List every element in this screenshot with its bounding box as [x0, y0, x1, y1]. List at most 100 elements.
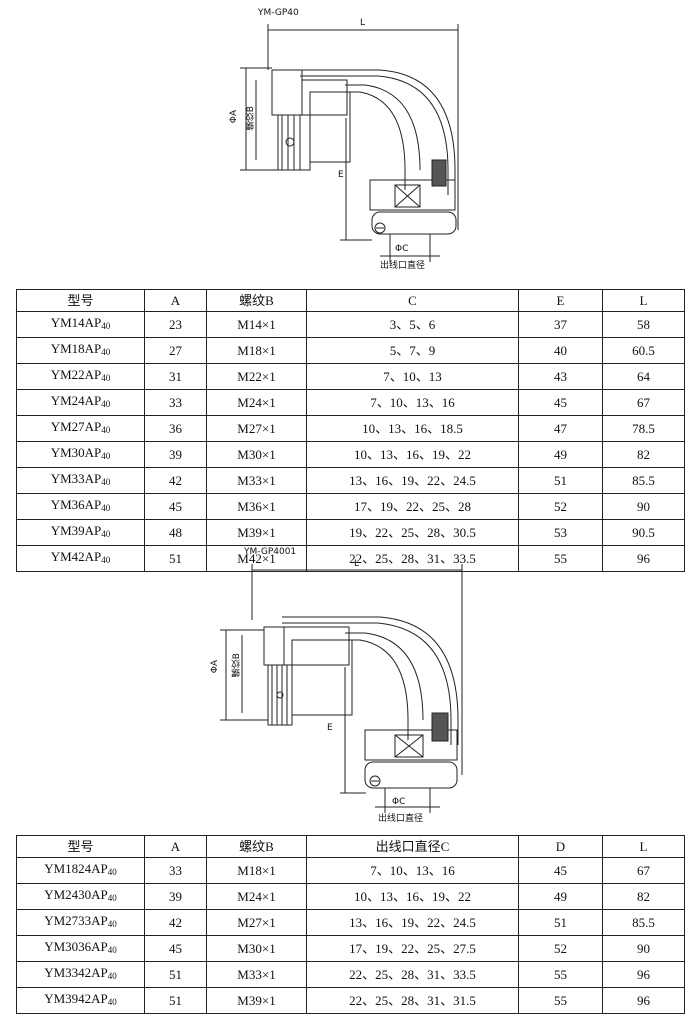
header-c: C: [306, 289, 519, 312]
cell-a: 42: [144, 467, 207, 494]
header-c: 出线口直径C: [306, 835, 519, 858]
dim-label-L: L: [360, 18, 366, 28]
cell-a: 51: [144, 987, 207, 1014]
cell-b: M27×1: [206, 909, 307, 936]
cell-model: YM3342AP40: [16, 961, 145, 988]
cell-model: YM42AP40: [16, 545, 145, 572]
cell-c: 22、25、28、31、31.5: [306, 987, 519, 1014]
cell-b: M39×1: [206, 519, 307, 546]
cell-b: M24×1: [206, 389, 307, 416]
drawing-title: YM-GP4001: [244, 547, 297, 557]
dim-label-B: 螺纹B: [246, 106, 256, 131]
cell-a: 33: [144, 389, 207, 416]
elbow-connector-drawing: [240, 24, 459, 262]
cell-c: 7、10、13、16: [306, 857, 519, 884]
cell-model: YM3036AP40: [16, 935, 145, 962]
cell-c: 17、19、22、25、27.5: [306, 935, 519, 962]
header-model: 型号: [16, 289, 145, 312]
cell-e: 40: [518, 337, 603, 364]
elbow-connector-drawing: [220, 564, 463, 813]
cell-c: 5、7、9: [306, 337, 519, 364]
cell-c: 7、10、13: [306, 363, 519, 390]
cell-l: 82: [602, 441, 685, 468]
cell-b: M22×1: [206, 363, 307, 390]
cell-e: 49: [518, 441, 603, 468]
technical-drawing-1: YM-GP40: [0, 0, 700, 285]
cell-c: 13、16、19、22、24.5: [306, 909, 519, 936]
cell-a: 42: [144, 909, 207, 936]
dim-label-C-note: 出线口直径: [380, 261, 426, 271]
cell-d: 51: [518, 909, 603, 936]
cell-model: YM18AP40: [16, 337, 145, 364]
cell-l: 90: [602, 935, 685, 962]
cell-e: 53: [518, 519, 603, 546]
cell-l: 96: [602, 545, 685, 572]
cell-d: 52: [518, 935, 603, 962]
cell-a: 23: [144, 311, 207, 338]
dim-label-B: 螺纹B: [232, 653, 242, 678]
cell-c: 22、25、28、31、33.5: [306, 545, 519, 572]
cell-d: 55: [518, 987, 603, 1014]
cell-a: 51: [144, 545, 207, 572]
header-b: 螺纹B: [206, 835, 307, 858]
cell-model: YM36AP40: [16, 493, 145, 520]
header-a: A: [144, 289, 207, 312]
cell-b: M18×1: [206, 857, 307, 884]
header-e: E: [518, 289, 603, 312]
cell-a: 31: [144, 363, 207, 390]
cell-e: 45: [518, 389, 603, 416]
cell-model: YM39AP40: [16, 519, 145, 546]
cell-b: M24×1: [206, 883, 307, 910]
cell-model: YM22AP40: [16, 363, 145, 390]
drawing-title: YM-GP40: [258, 8, 299, 18]
dim-label-C: ΦC: [395, 244, 409, 254]
technical-drawing-2: YM-GP4001: [0, 545, 700, 830]
table-header-row: 型号 A 螺纹B 出线口直径C D L: [16, 835, 685, 858]
cell-a: 27: [144, 337, 207, 364]
cell-c: 22、25、28、31、33.5: [306, 961, 519, 988]
cell-l: 82: [602, 883, 685, 910]
dim-label-C: ΦC: [392, 797, 406, 807]
dim-label-E: E: [338, 170, 344, 180]
cell-l: 90.5: [602, 519, 685, 546]
cell-l: 58: [602, 311, 685, 338]
header-b: 螺纹B: [206, 289, 307, 312]
cell-c: 10、13、16、18.5: [306, 415, 519, 442]
cell-l: 67: [602, 389, 685, 416]
cell-d: 55: [518, 961, 603, 988]
cell-a: 39: [144, 883, 207, 910]
cell-e: 51: [518, 467, 603, 494]
cell-a: 45: [144, 493, 207, 520]
cell-a: 36: [144, 415, 207, 442]
cell-l: 85.5: [602, 467, 685, 494]
cell-a: 51: [144, 961, 207, 988]
cell-b: M14×1: [206, 311, 307, 338]
cell-e: 37: [518, 311, 603, 338]
cell-d: 49: [518, 883, 603, 910]
cell-c: 10、13、16、19、22: [306, 441, 519, 468]
dim-label-E: E: [327, 723, 333, 733]
dim-label-L: L: [354, 559, 360, 569]
header-a: A: [144, 835, 207, 858]
cell-b: M18×1: [206, 337, 307, 364]
cell-a: 48: [144, 519, 207, 546]
cell-model: YM14AP40: [16, 311, 145, 338]
cell-a: 45: [144, 935, 207, 962]
cell-b: M30×1: [206, 935, 307, 962]
cell-model: YM30AP40: [16, 441, 145, 468]
cell-model: YM2733AP40: [16, 909, 145, 936]
cell-l: 96: [602, 987, 685, 1014]
cell-b: M30×1: [206, 441, 307, 468]
dim-label-C-note: 出线口直径: [378, 814, 424, 824]
